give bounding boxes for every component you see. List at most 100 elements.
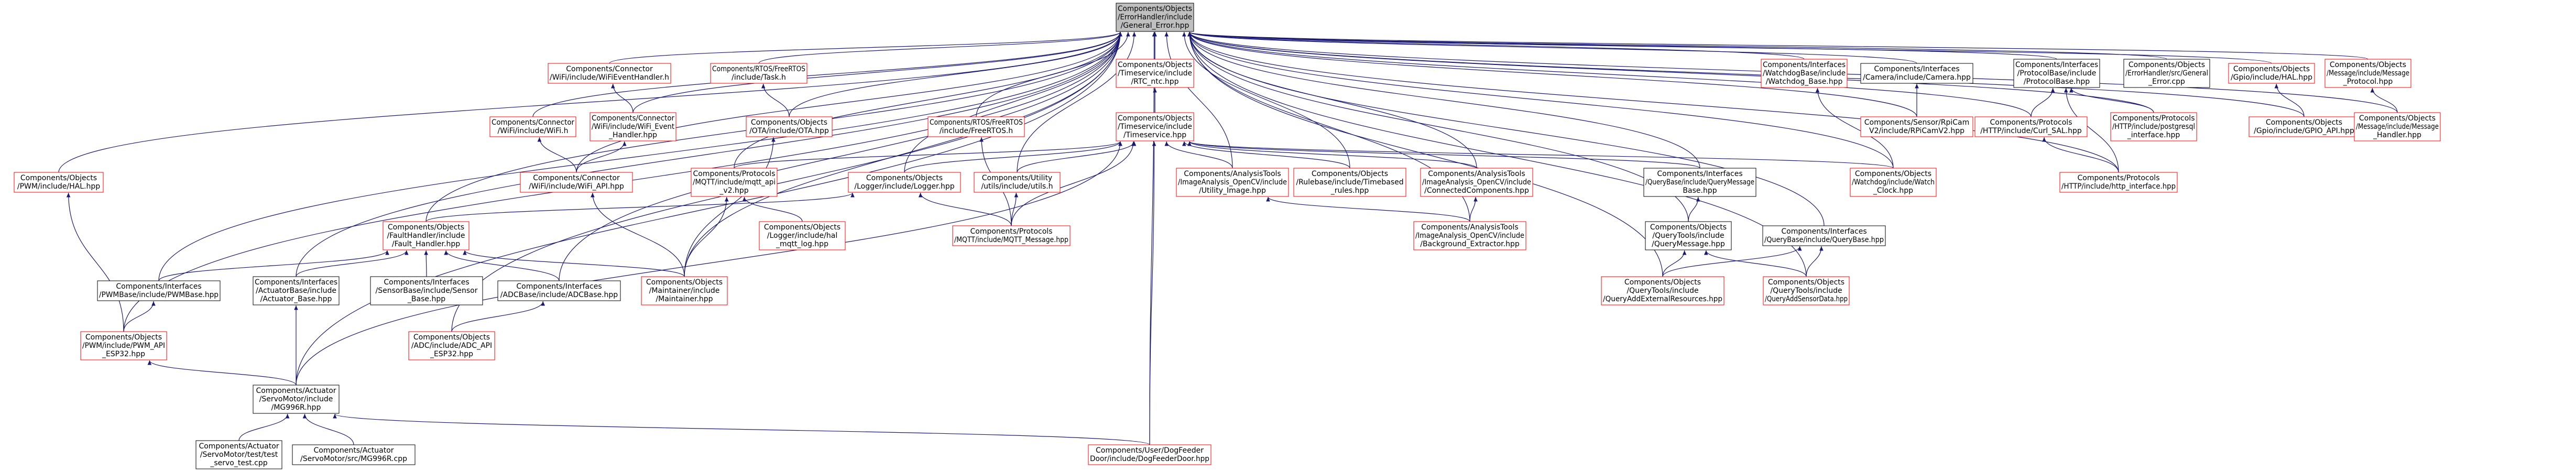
node-box-querymsgbase — [1643, 168, 1756, 197]
node-label-line: Components/Objects — [388, 223, 464, 232]
node-label-line: /ProtocolBase/include — [2017, 69, 2097, 78]
node-wdbase[interactable]: Components/Interfaces/WatchdogBase/inclu… — [1761, 59, 1848, 88]
node-hal[interactable]: Components/Objects/Gpio/include/HAL.hpp — [2228, 63, 2315, 84]
node-label-line: /ImageAnalysis_OpenCV/include — [1422, 178, 1531, 187]
node-servotest[interactable]: Components/Actuator/ServoMotor/test/test… — [195, 440, 282, 469]
node-freertos[interactable]: Components/RTOS/FreeRTOS/include/FreeRTO… — [927, 116, 1025, 137]
edge-hal-to-root — [1187, 31, 2272, 64]
node-label-line: /Gpio/include/GPIO_API.hpp — [2254, 127, 2354, 135]
node-logger[interactable]: Components/Objects/Logger/include/Logger… — [848, 172, 961, 193]
node-mqttmsg[interactable]: Components/Protocols/MQTT/include/MQTT_M… — [952, 225, 1071, 246]
node-servocpp[interactable]: Components/Actuator/ServoMotor/src/MG996… — [292, 444, 416, 465]
node-label-line: Components/Protocols — [970, 227, 1052, 236]
node-querymsg[interactable]: Components/Objects/QueryTools/include/Qu… — [1645, 221, 1732, 250]
node-wifiapi[interactable]: Components/Connector/WiFi/include/WiFi_A… — [520, 172, 633, 193]
node-pwmbase[interactable]: Components/Interfaces/PWMBase/include/PW… — [97, 280, 221, 301]
node-wdclock[interactable]: Components/Objects/Watchdog/include/Watc… — [1850, 168, 1937, 197]
node-box-concomp — [1420, 168, 1533, 197]
edge-addsensor-to-querymsg — [1704, 250, 1807, 277]
node-box-pwmbase — [97, 280, 221, 301]
node-root[interactable]: Components/Objects/ErrorHandler/include/… — [1116, 3, 1194, 32]
node-opencv_util[interactable]: Components/AnalysisTools/ImageAnalysis_O… — [1176, 168, 1289, 197]
node-label-line: /QueryTools/include — [1627, 287, 1698, 295]
node-faulthandler[interactable]: Components/Objects/FaultHandler/include/… — [383, 221, 470, 250]
node-actbase[interactable]: Components/Interfaces/ActuatorBase/inclu… — [253, 276, 340, 305]
node-box-pwmhal — [14, 172, 104, 193]
node-label-line: Components/Objects — [1650, 223, 1727, 232]
node-label-line: /ErrorHandler/src/General — [2125, 69, 2208, 78]
node-errcpp[interactable]: Components/Objects/ErrorHandler/src/Gene… — [2123, 59, 2210, 88]
node-task[interactable]: Components/RTOS/FreeRTOS/include/Task.h — [710, 63, 807, 84]
node-label-line: _Base.hpp — [407, 295, 445, 303]
node-ota[interactable]: Components/Objects/OTA/include/OTA.hpp — [746, 116, 833, 137]
node-curl[interactable]: Components/Protocols/HTTP/include/Curl_S… — [1974, 116, 2088, 137]
edge-task-to-root — [758, 31, 1122, 64]
node-addsensor[interactable]: Components/Objects/QueryTools/include/Qu… — [1763, 276, 1850, 305]
edge-wdbase-to-root — [1187, 31, 1805, 60]
edge-wdclock-to-timeservice — [1187, 141, 1894, 169]
node-gpioapi[interactable]: Components/Objects/Gpio/include/GPIO_API… — [2248, 116, 2360, 137]
node-maintainer[interactable]: Components/Objects/Maintainer/include/Ma… — [641, 276, 728, 305]
node-box-wifiapi — [520, 172, 633, 193]
node-label-line: Components/Interfaces — [2015, 61, 2098, 69]
edge-pwmbase-to-root — [158, 31, 1122, 281]
edge-addsensor-to-querybase — [1806, 246, 1824, 277]
node-label-line: /Actuator_Base.hpp — [260, 295, 332, 303]
node-concomp[interactable]: Components/AnalysisTools/ImageAnalysis_O… — [1420, 168, 1533, 197]
node-msgproto[interactable]: Components/Objects/Message/include/Messa… — [2324, 59, 2411, 88]
node-pwmapi[interactable]: Components/Objects/PWM/include/PWM_API_E… — [80, 331, 167, 360]
edge-rules-to-timeservice — [1182, 141, 1350, 169]
edge-wifi_evt_hpp-to-wifi_evt — [610, 83, 634, 113]
node-rules[interactable]: Components/Objects/Rulebase/include/Time… — [1293, 168, 1406, 197]
node-adcbase[interactable]: Components/Interfaces/ADCBase/include/AD… — [497, 280, 621, 301]
node-bgextract[interactable]: Components/AnalysisTools/ImageAnalysis_O… — [1413, 221, 1526, 250]
node-box-dogfeeder — [1088, 444, 1211, 465]
node-mqttlog[interactable]: Components/Objects/Logger/include/hal_mq… — [759, 221, 846, 250]
edge-wifi_h-to-root — [532, 31, 1122, 117]
node-box-protobase — [2013, 59, 2100, 88]
edge-wifiapi-to-wifi_evt_hpp — [576, 141, 627, 173]
edge-dogfeeder-to-timeservice — [1149, 141, 1156, 445]
node-box-rules — [1293, 168, 1406, 197]
node-utils[interactable]: Components/Utility/utils/include/utils.h — [974, 172, 1061, 193]
node-wifi_evt[interactable]: Components/Connector/WiFi/include/WiFiEv… — [548, 63, 671, 84]
node-label-line: Components/Objects — [1312, 170, 1388, 178]
node-addext[interactable]: Components/Objects/QueryTools/include/Qu… — [1601, 276, 1724, 305]
node-label-line: /WiFi/include/WiFiEventHandler.h — [550, 73, 669, 82]
node-sensorbase[interactable]: Components/Interfaces/SensorBase/include… — [370, 276, 483, 305]
edge-faulthandler-to-logger — [425, 192, 855, 222]
node-pwmhal[interactable]: Components/Objects/PWM/include/HAL.hpp — [14, 172, 104, 193]
node-adcapi[interactable]: Components/Objects/ADC/include/ADC_API_E… — [408, 331, 495, 360]
node-box-sensorbase — [370, 276, 483, 305]
node-postgres[interactable]: Components/Protocols/HTTP/include/postgr… — [2110, 112, 2197, 141]
node-label-line: Components/Actuator — [199, 442, 279, 451]
edge-querybase-to-root — [1187, 31, 1825, 226]
node-camera[interactable]: Components/Interfaces/Camera/include/Cam… — [1860, 63, 1973, 84]
node-rtc[interactable]: Components/Objects/Timeservice/include/R… — [1116, 59, 1194, 88]
node-label-line: /Camera/include/Camera.hpp — [1863, 73, 1971, 82]
node-httpif[interactable]: Components/Protocols/HTTP/include/http_i… — [2059, 172, 2178, 193]
node-picam[interactable]: Components/Sensor/RpiCamV2/include/RPiCa… — [1860, 116, 1973, 137]
node-servo[interactable]: Components/Actuator/ServoMotor/include/M… — [253, 385, 340, 414]
node-label-line: Components/Interfaces — [1874, 65, 1959, 73]
node-querymsgbase[interactable]: Components/Interfaces/QueryBase/include/… — [1643, 168, 1756, 197]
edge-camera-to-root — [1187, 31, 1917, 64]
node-label-line: /General_Error.hpp — [1121, 21, 1189, 30]
node-mqttapi[interactable]: Components/Protocols/MQTT/include/mqtt_a… — [691, 168, 778, 197]
node-label-line: _ESP32.hpp — [102, 350, 145, 358]
node-msghandler[interactable]: Components/Objects/Message/include/Messa… — [2354, 112, 2441, 141]
node-label-line: Components/Connector — [533, 174, 620, 182]
node-label-line: /Logger/include/hal — [767, 232, 837, 240]
node-dogfeeder[interactable]: Components/User/DogFeederDoor/include/Do… — [1088, 444, 1211, 465]
edge-querymsgbase-to-timeservice — [1187, 141, 1700, 169]
node-label-line: /ServoMotor/include — [259, 395, 333, 403]
node-label-line: Components/Interfaces — [255, 278, 337, 287]
node-protobase[interactable]: Components/Interfaces/ProtocolBase/inclu… — [2013, 59, 2100, 88]
node-label-line: Components/Connector — [592, 114, 674, 123]
node-wifi_h[interactable]: Components/Connector/WiFi/include/WiFi.h — [489, 116, 576, 137]
node-timeservice[interactable]: Components/Objects/Timeservice/include/T… — [1116, 112, 1194, 141]
node-wifi_evt_hpp[interactable]: Components/Connector/WiFi/include/WiFi_E… — [590, 112, 676, 141]
node-label-line: Components/Objects — [1118, 5, 1192, 13]
node-label-line: /WiFi/include/WiFi_Event — [592, 123, 674, 131]
node-querybase[interactable]: Components/Interfaces/QueryBase/include/… — [1762, 225, 1886, 246]
